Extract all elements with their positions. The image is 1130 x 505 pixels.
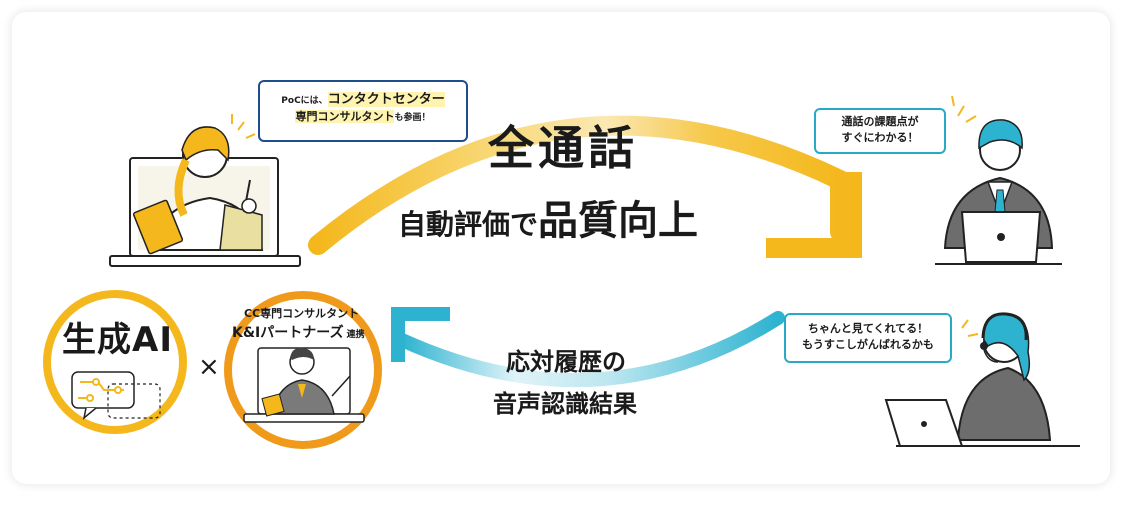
headline-line2: 自動評価で品質向上	[398, 188, 698, 246]
ai-label: 生成AI	[62, 320, 173, 360]
partner-suffix: 連携	[346, 330, 365, 340]
headline-line1: 全通話	[488, 121, 638, 175]
cross-symbol: ×	[198, 352, 220, 382]
partner-line2: K&Iパートナーズ連携	[232, 322, 365, 342]
consultant-speech-bubble: PoCには、コンタクトセンター 専門コンサルタントも参画！	[258, 80, 468, 142]
bubble-prefix: PoCには、	[281, 96, 328, 106]
feedback-line2: 音声認識結果	[493, 390, 637, 418]
top-agent-speech-bubble: 通話の課題点が すぐにわかる！	[814, 108, 946, 154]
bubble-suffix: も参画！	[394, 113, 431, 123]
bubble-line2: 専門コンサルタント	[295, 110, 395, 123]
headline-line2a: 自動評価で	[398, 208, 539, 241]
yellow-arrow	[308, 115, 862, 258]
headline-line2b: 品質向上	[538, 198, 699, 244]
partner-name: K&Iパートナーズ	[232, 325, 344, 341]
consultant-woman-illustration	[109, 114, 301, 267]
bubble-line1: ちゃんと見てくれてる！	[807, 322, 929, 335]
bubble-line2: すぐにわかる！	[841, 131, 919, 144]
bubble-line2: もうすこしがんばれるかも	[802, 338, 934, 351]
partner-line1: CC専門コンサルタント	[244, 307, 360, 320]
bottom-agent-speech-bubble: ちゃんと見てくれてる！ もうすこしがんばれるかも	[784, 313, 952, 363]
bubble-line1: 通話の課題点が	[841, 115, 919, 128]
partner-circle	[224, 291, 382, 449]
female-agent-illustration	[884, 312, 1080, 447]
ai-circle	[43, 290, 187, 434]
male-agent-illustration	[935, 95, 1062, 265]
blue-arrow	[391, 307, 785, 388]
bubble-strong: コンタクトセンター	[327, 92, 445, 107]
feedback-line1: 応対履歴の	[506, 348, 626, 376]
